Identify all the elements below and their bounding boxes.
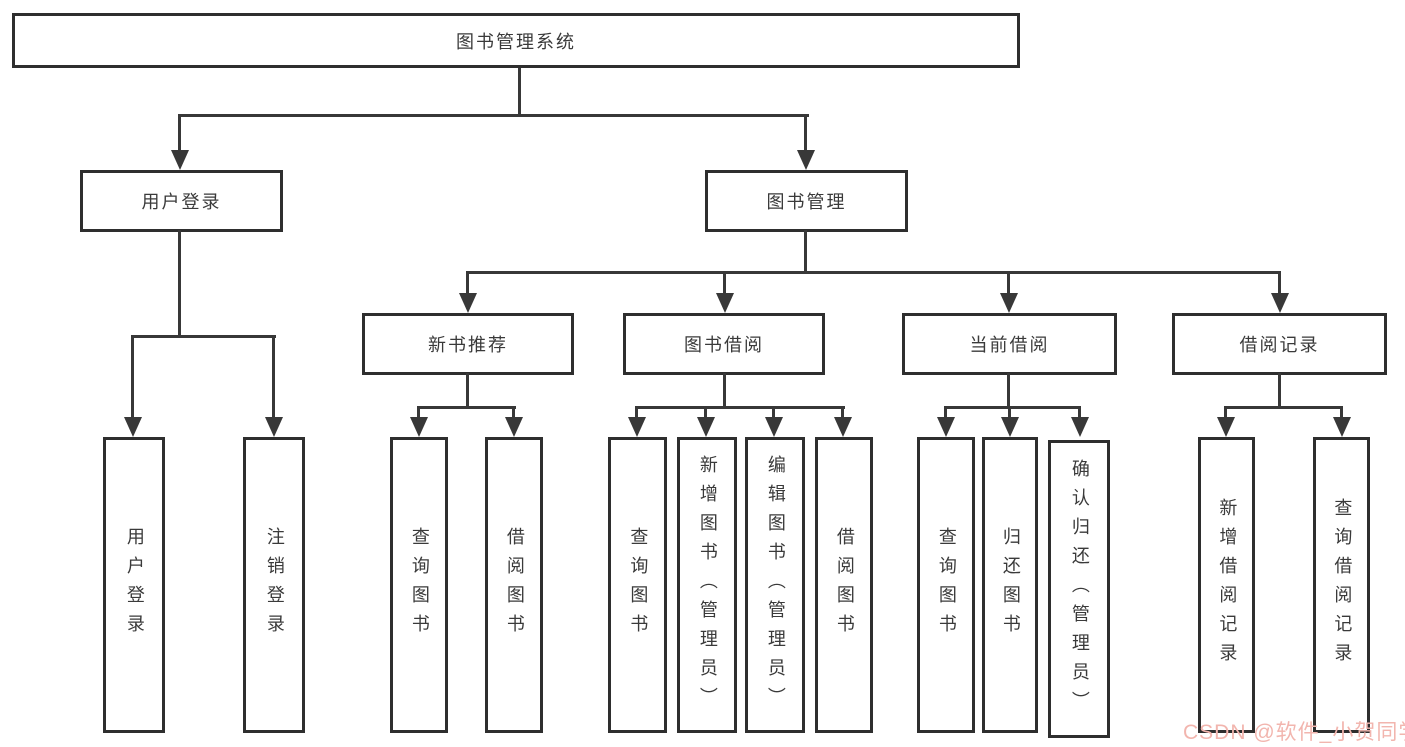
connector-drop-br-leaf2: [1340, 406, 1343, 419]
arrowhead-book-borrow: [716, 293, 734, 313]
connector-borrow-record-rail: [1224, 406, 1343, 409]
arrowhead-book-mgmt: [797, 150, 815, 170]
leaf-nb-query-book: 查询图书: [390, 437, 448, 733]
arrowhead-user-login: [171, 150, 189, 170]
node-book-mgmt-label: 图书管理: [766, 192, 847, 212]
leaf-cb-return-book-label: 归还图书: [1000, 527, 1021, 643]
connector-drop-nb-leaf2: [512, 406, 515, 419]
connector-drop-current-borrow: [1007, 271, 1010, 295]
arrowhead-cb-leaf1: [937, 417, 955, 437]
leaf-logout-label: 注销登录: [264, 527, 285, 643]
leaf-user-login: 用户登录: [103, 437, 165, 733]
arrowhead-new-book: [459, 293, 477, 313]
connector-root-stem: [518, 68, 521, 115]
leaf-cb-return-book: 归还图书: [982, 437, 1038, 733]
leaf-logout: 注销登录: [243, 437, 305, 733]
connector-drop-login-leaf1: [131, 335, 134, 419]
arrowhead-login-leaf1: [124, 417, 142, 437]
leaf-bb-query-book: 查询图书: [608, 437, 667, 733]
connector-level2-rail: [178, 114, 809, 117]
node-book-borrow-label: 图书借阅: [684, 335, 764, 355]
connector-drop-user-login: [178, 114, 181, 152]
arrowhead-nb-leaf2: [505, 417, 523, 437]
arrowhead-cb-leaf3: [1071, 417, 1089, 437]
leaf-bb-add-book-admin-label: 新增图书（管理员）: [697, 454, 718, 716]
arrowhead-br-leaf2: [1333, 417, 1351, 437]
arrowhead-bb-leaf4: [834, 417, 852, 437]
arrowhead-bb-leaf2: [697, 417, 715, 437]
connector-drop-new-book: [466, 271, 469, 295]
node-borrow-record-label: 借阅记录: [1239, 335, 1320, 355]
connector-current-borrow-stem: [1007, 373, 1010, 409]
arrowhead-nb-leaf1: [410, 417, 428, 437]
connector-user-login-stem: [178, 230, 181, 337]
arrowhead-login-leaf2: [265, 417, 283, 437]
leaf-cb-confirm-return-admin: 确认归还（管理员）: [1048, 440, 1110, 738]
arrowhead-borrow-record: [1271, 293, 1289, 313]
connector-drop-br-leaf1: [1224, 406, 1227, 419]
connector-drop-bb-leaf4: [841, 406, 844, 419]
connector-drop-borrow-record: [1278, 271, 1281, 295]
leaf-nb-query-book-label: 查询图书: [409, 527, 430, 643]
arrowhead-bb-leaf3: [765, 417, 783, 437]
connector-drop-bb-leaf3: [772, 406, 775, 419]
connector-user-login-rail: [131, 335, 276, 338]
leaf-cb-confirm-return-admin-label: 确认归还（管理员）: [1069, 458, 1090, 720]
node-new-book-recommend: 新书推荐: [362, 313, 574, 375]
leaf-bb-borrow-book-label: 借阅图书: [834, 527, 855, 643]
connector-current-borrow-rail: [944, 406, 1081, 409]
connector-drop-bb-leaf1: [635, 406, 638, 419]
csdn-watermark: CSDN @软件_小贺同学: [1183, 721, 1405, 744]
leaf-bb-edit-book-admin-label: 编辑图书（管理员）: [765, 454, 786, 716]
connector-borrow-record-stem: [1278, 373, 1281, 409]
node-current-borrow-label: 当前借阅: [969, 335, 1050, 355]
leaf-cb-query-book: 查询图书: [917, 437, 975, 733]
connector-new-book-stem: [466, 373, 469, 409]
leaf-br-query-record-label: 查询借阅记录: [1332, 498, 1353, 672]
leaf-nb-borrow-book-label: 借阅图书: [504, 527, 525, 643]
leaf-bb-add-book-admin: 新增图书（管理员）: [677, 437, 737, 733]
node-library-system: 图书管理系统: [12, 13, 1020, 68]
arrowhead-bb-leaf1: [628, 417, 646, 437]
arrowhead-cb-leaf2: [1001, 417, 1019, 437]
node-user-login-label: 用户登录: [141, 192, 222, 212]
node-new-book-recommend-label: 新书推荐: [428, 335, 508, 355]
connector-drop-nb-leaf1: [417, 406, 420, 419]
leaf-cb-query-book-label: 查询图书: [936, 527, 957, 643]
arrowhead-current-borrow: [1000, 293, 1018, 313]
connector-drop-cb-leaf3: [1078, 406, 1081, 419]
leaf-br-add-record: 新增借阅记录: [1198, 437, 1255, 733]
connector-drop-cb-leaf2: [1008, 406, 1011, 419]
leaf-br-add-record-label: 新增借阅记录: [1217, 498, 1238, 672]
connector-book-borrow-stem: [723, 373, 726, 409]
connector-book-mgmt-stem: [804, 230, 807, 274]
connector-drop-book-borrow: [723, 271, 726, 295]
connector-drop-bb-leaf2: [704, 406, 707, 419]
connector-level3-rail: [466, 271, 1281, 274]
node-book-mgmt: 图书管理: [705, 170, 908, 232]
node-user-login: 用户登录: [80, 170, 283, 232]
node-current-borrow: 当前借阅: [902, 313, 1117, 375]
connector-book-borrow-rail: [635, 406, 845, 409]
leaf-br-query-record: 查询借阅记录: [1313, 437, 1370, 733]
leaf-bb-query-book-label: 查询图书: [628, 527, 649, 643]
node-borrow-record: 借阅记录: [1172, 313, 1387, 375]
node-book-borrow: 图书借阅: [623, 313, 825, 375]
connector-drop-login-leaf2: [272, 335, 275, 419]
arrowhead-br-leaf1: [1217, 417, 1235, 437]
leaf-bb-borrow-book: 借阅图书: [815, 437, 873, 733]
connector-new-book-rail: [417, 406, 516, 409]
leaf-user-login-label: 用户登录: [124, 527, 145, 643]
connector-drop-cb-leaf1: [944, 406, 947, 419]
connector-drop-book-mgmt: [804, 114, 807, 152]
leaf-nb-borrow-book: 借阅图书: [485, 437, 543, 733]
node-library-system-label: 图书管理系统: [456, 31, 576, 52]
leaf-bb-edit-book-admin: 编辑图书（管理员）: [745, 437, 805, 733]
